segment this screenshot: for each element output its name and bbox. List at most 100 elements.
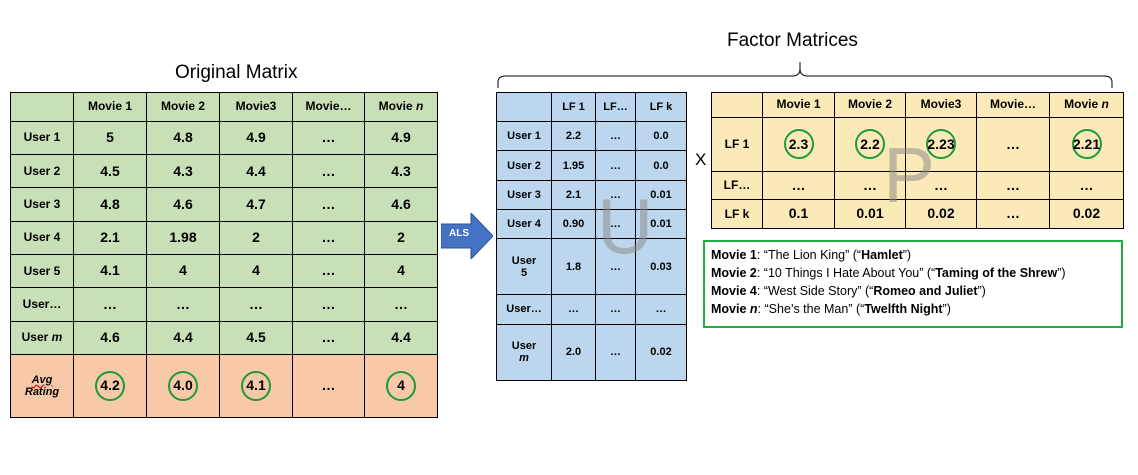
column-header: LF 1 [551, 91, 596, 123]
cell: … [834, 170, 906, 201]
lf1-value-circle: 2.21 [1071, 129, 1102, 160]
cell: 4.4 [219, 154, 293, 189]
row-header: User 5 [10, 254, 74, 289]
mapping-key: Movie 4 [711, 284, 757, 298]
cell: 0.0 [635, 121, 687, 152]
column-header: Movie… [976, 92, 1050, 118]
mapping-end: ”) [902, 248, 912, 262]
cell: … [595, 294, 636, 325]
cell: 0.1 [762, 199, 835, 229]
column-header: Movie 2 [146, 92, 220, 122]
column-header: LF k [635, 91, 687, 123]
cell: … [292, 287, 365, 322]
cell: 4.8 [73, 187, 147, 222]
row-header: User 2 [10, 154, 74, 189]
row-header: User 1 [496, 121, 552, 152]
column-header: Movie3 [219, 92, 293, 122]
row-header: User… [496, 294, 552, 325]
row-header: User 1 [10, 120, 74, 156]
avg-label-line: Rating [24, 385, 60, 398]
variable-label: n [1101, 97, 1109, 112]
mapping-key: Movie n [711, 302, 758, 316]
cell: … [595, 238, 636, 296]
corner-cell [10, 92, 74, 122]
original-matrix-title: Original Matrix [175, 62, 298, 83]
cell: 2 [364, 220, 438, 256]
factor-brace [497, 62, 1113, 88]
cell: 2.2 [834, 116, 906, 172]
cell: … [976, 199, 1050, 229]
cell: 4.6 [364, 187, 438, 222]
cell: 5 [73, 120, 147, 156]
cell: … [292, 320, 365, 355]
avg-cell: 4 [364, 353, 438, 419]
row-header: User 4 [10, 220, 74, 256]
mapping-key: Movie 2 [711, 266, 757, 280]
column-header: Movie 2 [834, 92, 906, 118]
factor-matrices-title: Factor Matrices [727, 30, 858, 51]
cell: … [146, 287, 220, 322]
avg-label-line: Avg [31, 373, 53, 386]
cell: 4 [219, 254, 293, 289]
cell: … [1049, 170, 1124, 201]
column-header: Movie 1 [73, 92, 147, 122]
mapping-key: Movie 1 [711, 248, 757, 262]
cell: … [292, 154, 365, 189]
mapping-movie: : “10 Things I Hate About You” (“ [756, 266, 936, 280]
cell: 0.02 [635, 323, 687, 382]
mapping-line: Movie 1: “The Lion King” (“Hamlet”) [711, 246, 1115, 264]
mapping-end: ”) [977, 284, 986, 298]
cell: … [292, 120, 365, 156]
lf1-value-circle: 2.2 [855, 129, 885, 160]
cell: 0.02 [1049, 199, 1124, 229]
avg-value-circle: 4.2 [95, 370, 125, 401]
mapping-play: Taming of the Shrew [935, 266, 1058, 280]
cell: … [73, 287, 147, 322]
cell: … [551, 294, 596, 325]
table-row: User……………… [10, 287, 438, 322]
cell: … [292, 187, 365, 222]
corner-cell [496, 91, 552, 123]
cell: 4.5 [219, 320, 293, 355]
mapping-play: Twelfth Night [864, 302, 943, 316]
row-index: m [519, 352, 529, 365]
cell: … [595, 323, 636, 382]
mapping-end: ”) [942, 302, 951, 316]
column-header: Movie 1 [762, 92, 835, 118]
variable-label: m [51, 330, 63, 345]
avg-cell: 4.1 [219, 353, 293, 419]
cell: 0.90 [551, 208, 596, 240]
cell: 1.8 [551, 238, 596, 296]
lf1-value-circle: 2.23 [926, 129, 956, 160]
cell: 2 [219, 220, 293, 256]
cell: 2.21 [1049, 116, 1124, 172]
column-header: LF… [595, 91, 636, 123]
corner-cell [711, 92, 763, 118]
cell: 4.9 [219, 120, 293, 156]
cell: … [976, 116, 1050, 172]
cell: 4.7 [219, 187, 293, 222]
row-header: LF… [711, 170, 763, 201]
cell: … [905, 170, 977, 201]
avg-value-circle: 4.1 [241, 370, 271, 401]
row-index: 5 [520, 266, 528, 279]
row-header: User 3 [496, 179, 552, 210]
cell: 0.01 [834, 199, 906, 229]
avg-cell: 4.2 [73, 353, 147, 419]
cell: … [292, 220, 365, 256]
mapping-end: ”) [1057, 266, 1066, 280]
row-header: User 2 [496, 150, 552, 181]
cell: 4.8 [146, 120, 220, 156]
row-header: User 3 [10, 187, 74, 222]
cell: … [976, 170, 1050, 201]
row-header: LF 1 [711, 116, 763, 172]
variable-label: n [749, 302, 758, 316]
